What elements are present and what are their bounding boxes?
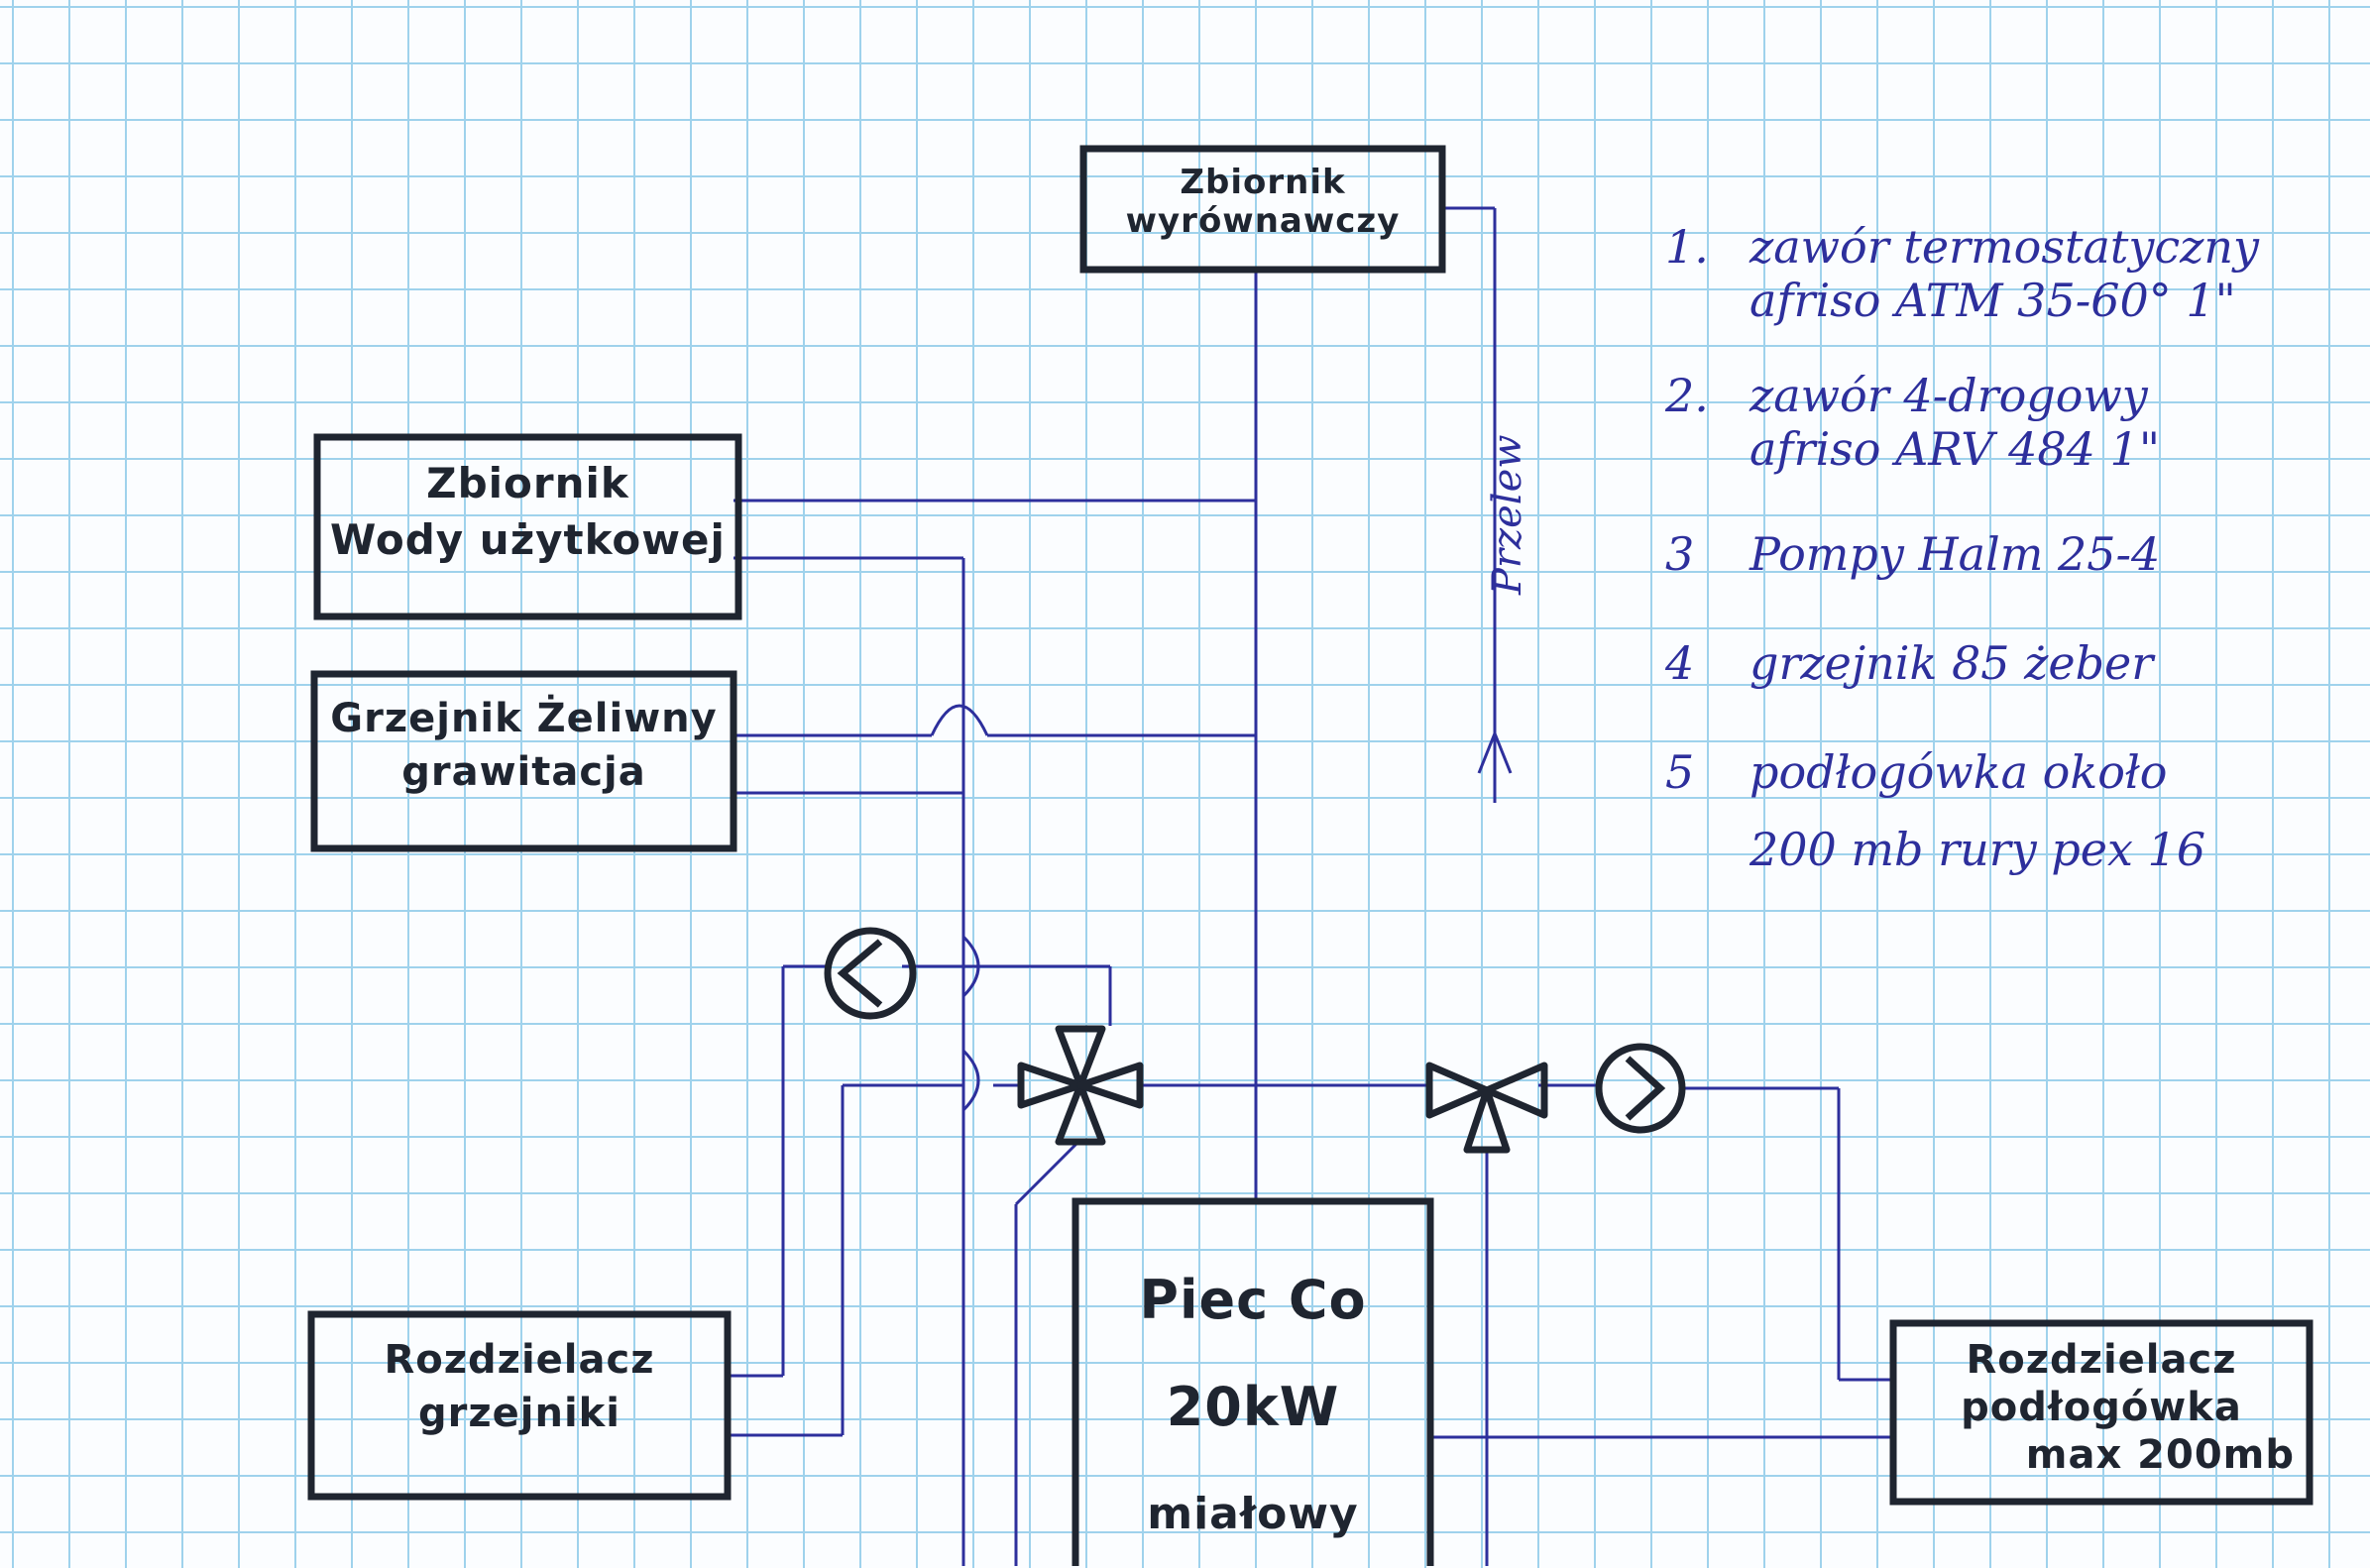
note-line: zawór termostatyczny [1749,220,2259,274]
notes-list: 1. zawór termostatyczny afriso ATM 35-60… [1665,220,2359,894]
label-line: miałowy [1147,1489,1359,1539]
boiler-label: Piec Co 20kW miałowy [1080,1247,1425,1568]
radiator-distributor-box [307,1310,732,1501]
label-line: Zbiornik [426,459,629,507]
overflow-label: Przelew [1485,434,1530,595]
note-line: 200 mb rury pex 16 [1749,823,2206,876]
label-line: Piec Co [1139,1269,1367,1331]
floor-distributor-label: Rozdzielacz podłogówka max 200mb [1898,1336,2305,1479]
label-line: Grzejnik Żeliwny [330,696,718,741]
expansion-tank-box [1079,145,1446,274]
note-item: 5 podłogówka około 200 mb rury pex 16 [1665,745,2359,894]
label-line: Zbiornik [1180,163,1346,202]
note-line: Pompy Halm 25-4 [1749,527,2161,581]
label-line: max 200mb [2025,1432,2295,1478]
note-line: podłogówka około [1749,745,2168,799]
water-tank-label: Zbiornik Wody użytkowej [322,456,734,568]
component-boxes [307,145,2314,1566]
note-item: 2. zawór 4-drogowy afriso ARV 484 1" [1665,369,2359,527]
water-tank-box [313,433,742,620]
valve-icon [1017,1025,1144,1146]
boiler-box [1072,1197,1434,1566]
gravity-radiator-box [310,670,737,852]
label-line: grawitacja [401,749,646,795]
pump-icon [1595,1043,1686,1134]
note-item: 3 Pompy Halm 25-4 [1665,527,2359,636]
radiator-distributor-label: Rozdzielacz grzejniki [316,1333,723,1440]
label-line: Rozdzielacz [1966,1337,2237,1383]
gravity-radiator-label: Grzejnik Żeliwny grawitacja [319,692,729,799]
label-line: Wody użytkowej [330,514,726,564]
note-line: grzejnik 85 żeber [1749,636,2154,690]
expansion-tank-label: Zbiornik wyrównawczy [1088,163,1437,242]
note-line: zawór 4-drogowy [1749,369,2148,422]
valve-icon [1425,1062,1548,1154]
note-line: afriso ARV 484 1" [1749,422,2160,476]
note-number: 3 [1665,527,1695,581]
note-number: 2. [1665,369,1709,422]
pump-icon [824,927,917,1020]
label-line: podłogówka [1961,1385,2242,1430]
note-number: 1. [1665,220,1709,274]
label-line: wyrównawczy [1125,201,1401,242]
label-line: grzejniki [418,1391,621,1436]
pipe-network [731,206,1893,1566]
floor-distributor-box [1889,1319,2314,1506]
note-line: afriso ATM 35-60° 1" [1749,274,2236,327]
label-line: 20kW [1166,1376,1340,1438]
note-item: 1. zawór termostatyczny afriso ATM 35-60… [1665,220,2359,369]
note-number: 4 [1665,636,1695,690]
note-number: 5 [1665,745,1695,799]
label-line: Rozdzielacz [384,1337,655,1383]
note-item: 4 grzejnik 85 żeber [1665,636,2359,745]
